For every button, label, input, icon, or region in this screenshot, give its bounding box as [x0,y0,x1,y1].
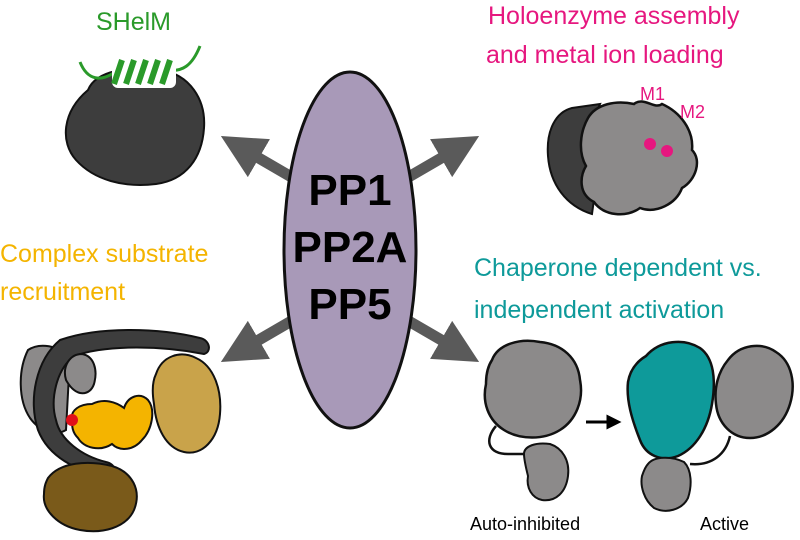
substrate-gold-domain [151,353,222,454]
substrate-label-line2: recruitment [0,278,125,306]
metal-ion-m2 [661,145,673,157]
state-label-auto-inhibited: Auto-inhibited [470,514,580,534]
chaperone-label-line2: independent activation [474,296,724,324]
state-label-active: Active [700,514,749,534]
auto-inhibited-catalytic-domain [483,339,583,439]
active-regulatory-domain [640,456,692,512]
core-label-pp2a: PP2A [293,223,408,272]
substrate-bottom-domain [42,461,138,533]
holoenzyme-catalytic-subunit [579,100,699,216]
chaperone-label-line1: Chaperone dependent vs. [474,254,762,282]
active-right-domain [714,344,794,440]
substrate-phosphosite [66,414,78,426]
substrate-scaffold [32,329,210,478]
substrate-yellow [70,394,154,450]
metal-label-m1: M1 [640,84,665,104]
holoenzyme-label-line1: Holoenzyme assembly [488,2,740,30]
core-label-pp5: PP5 [308,280,391,329]
substrate-label-line1: Complex substrate [0,240,208,268]
substrate-gray-small-lobe [64,352,97,395]
holoenzyme-label-line2: and metal ion loading [486,41,724,69]
active-catalytic-domain [626,340,716,460]
metal-label-m2: M2 [680,102,705,122]
shelm-label: SHelM [96,8,171,36]
active-linker [689,435,732,466]
auto-inhibited-linker [488,425,528,456]
metal-ion-m1 [644,138,656,150]
phosphatase-ellipse [282,70,418,430]
auto-inhibited-regulatory-domain [522,442,570,502]
core-label-pp1: PP1 [308,166,391,215]
shelm-helix [111,59,173,85]
